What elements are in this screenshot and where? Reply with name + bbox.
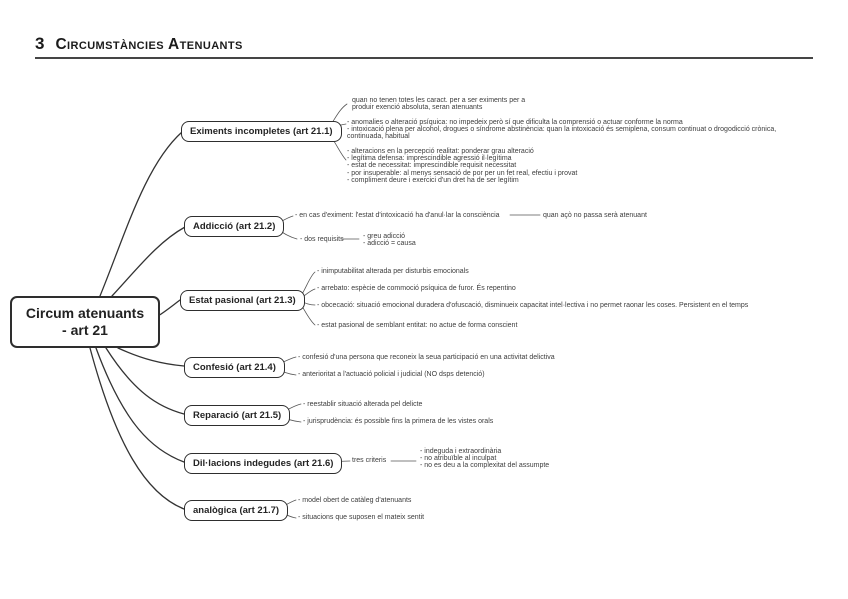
title-divider (35, 57, 813, 59)
note-estat-semblant[interactable]: - estat pasional de semblant entitat: no… (317, 322, 518, 329)
note-confesio-definicio[interactable]: - confesió d'una persona que reconeix la… (298, 354, 555, 361)
note-analogica-situacions[interactable]: - situacions que suposen el mateix senti… (298, 514, 425, 521)
root-node[interactable]: Circum atenuants - art 21 (10, 296, 160, 348)
note-addiccio-requisits-list[interactable]: - greu adicció - adicció = causa (363, 233, 416, 248)
note-eximents-intro[interactable]: quan no tenen totes les caract. per a se… (352, 97, 526, 112)
chapter-title: Circumstàncies Atenuants (55, 36, 243, 53)
node-addiccio[interactable]: Addicció (art 21.2) (184, 216, 285, 237)
node-reparacio[interactable]: Reparació (art 21.5) (184, 405, 291, 426)
note-reparacio-reestablir[interactable]: - reestablir situació alterada pel delic… (303, 401, 423, 408)
note-analogica-model[interactable]: - model obert de catàleg d'atenuants (298, 497, 412, 504)
note-confesio-anterioritat[interactable]: - anterioritat a l'actuació policial i j… (298, 371, 485, 378)
note-addiccio-eximent[interactable]: - en cas d'eximent: l'estat d'intoxicaci… (295, 212, 500, 219)
note-dilacions-criteris-list[interactable]: - indeguda i extraordinària - no atribuï… (420, 448, 550, 470)
note-addiccio-requisits[interactable]: - dos requisits (300, 236, 344, 243)
note-estat-arrebato[interactable]: - arrebato: espècie de commoció psíquica… (317, 285, 516, 292)
root-node-line1: Circum atenuants (25, 305, 145, 321)
node-eximents-incompletes[interactable]: Eximents incompletes (art 21.1) (181, 121, 342, 142)
page-title: 3 Circumstàncies Atenuants (35, 34, 243, 54)
root-node-line2: - art 21 (62, 322, 108, 338)
note-addiccio-atenuant[interactable]: quan açò no passa serà atenuant (543, 212, 647, 219)
node-dilacions[interactable]: Dil·lacions indegudes (art 21.6) (184, 453, 343, 474)
note-reparacio-jurisprudencia[interactable]: - jurisprudència: és possible fins la pr… (303, 418, 494, 425)
note-estat-obcecacio[interactable]: - obcecació: situació emocional duradera… (317, 302, 749, 309)
note-eximents-group2[interactable]: - alteracions en la percepció realitat: … (347, 148, 578, 184)
note-dilacions-criteris-label[interactable]: tres criteris (352, 457, 387, 464)
node-estat-pasional[interactable]: Estat pasional (art 21.3) (180, 290, 305, 311)
note-estat-inimputabilitat[interactable]: - inimputabilitat alterada per disturbis… (317, 268, 469, 275)
note-eximents-group1[interactable]: - anomalies o alteració psíquica: no imp… (347, 119, 777, 141)
chapter-number: 3 (35, 34, 45, 53)
node-confesio[interactable]: Confesió (art 21.4) (184, 357, 285, 378)
node-analogica[interactable]: analògica (art 21.7) (184, 500, 289, 521)
